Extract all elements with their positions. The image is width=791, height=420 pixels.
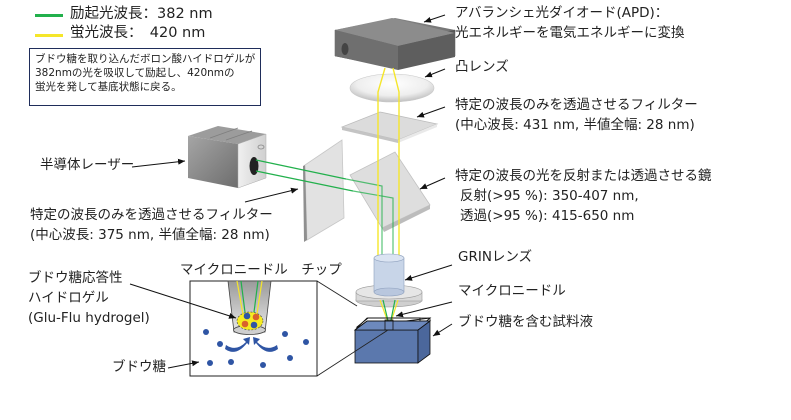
label-hydrogel-line1: ブドウ糖応答性 — [28, 270, 123, 286]
microneedle-tip-inset — [189, 280, 389, 377]
sample-container — [353, 317, 432, 364]
label-convex-lens: 凸レンズ — [455, 59, 509, 75]
diffusion-arrows — [225, 337, 278, 352]
label-emission-filter-line1: 特定の波長のみを透過させるフィルター — [455, 97, 698, 113]
fluorophore-dot — [241, 320, 249, 328]
glucose-dot — [243, 312, 251, 320]
label-apd-line1: アバランシェ光ダイオード(APD)： — [455, 5, 669, 21]
fluorophore-dot — [252, 313, 260, 321]
label-apd-line2: 光エネルギーを電気エネルギーに変換 — [455, 25, 685, 41]
label-dichroic-line3: 透過(>95 %): 415-650 nm — [460, 208, 635, 224]
convex-lens — [349, 73, 435, 103]
label-grin-lens: GRINレンズ — [458, 249, 533, 265]
emission-filter — [340, 111, 439, 143]
legend-fluorescence-swatch — [35, 34, 63, 37]
label-microneedle-tip: マイクロニードル チップ — [180, 262, 342, 278]
legend-excitation-label: 励起光波長：382 nm — [70, 6, 213, 22]
dichroic-mirror — [349, 151, 431, 232]
legend-excitation-swatch — [35, 14, 63, 17]
leader-arrows — [129, 14, 453, 369]
glucose-dot — [250, 321, 258, 329]
excitation-filter — [303, 139, 345, 242]
label-sample: ブドウ糖を含む試料液 — [458, 314, 593, 330]
note-line: ブドウ糖を取り込んだボロン酸ハイドロゲルが — [35, 53, 256, 65]
grin-lens — [355, 253, 423, 308]
glucose-dots — [203, 329, 309, 368]
semiconductor-laser — [188, 126, 267, 189]
note-line: 蛍光を発して基底状態に戻る。 — [35, 81, 182, 94]
label-excitation-filter-line2: (中心波長: 375 nm, 半値全幅: 28 nm) — [30, 227, 270, 243]
note-line: 382nmの光を吸収して励起し、420nmの — [35, 67, 235, 80]
label-hydrogel-line3: (Glu-Flu hydrogel) — [28, 310, 150, 326]
legend-fluorescence-label: 蛍光波長： 420 nm — [70, 25, 206, 41]
label-dichroic-line2: 反射(>95 %): 350-407 nm, — [460, 188, 639, 204]
label-excitation-filter-line1: 特定の波長のみを透過させるフィルター — [30, 207, 273, 223]
label-dichroic-line1: 特定の波長の光を反射または透過させる鏡 — [455, 168, 712, 184]
explanation-box: ブドウ糖を取り込んだボロン酸ハイドロゲルが 382nmの光を吸収して励起し、42… — [29, 48, 261, 106]
label-laser: 半導体レーザー — [40, 157, 135, 173]
label-microneedle: マイクロニードル — [458, 283, 566, 299]
label-glucose: ブドウ糖 — [112, 359, 166, 375]
label-emission-filter-line2: (中心波長: 431 nm, 半値全幅: 28 nm) — [455, 117, 695, 133]
apd-box — [335, 18, 455, 70]
label-hydrogel-line2: ハイドロゲル — [28, 290, 109, 306]
